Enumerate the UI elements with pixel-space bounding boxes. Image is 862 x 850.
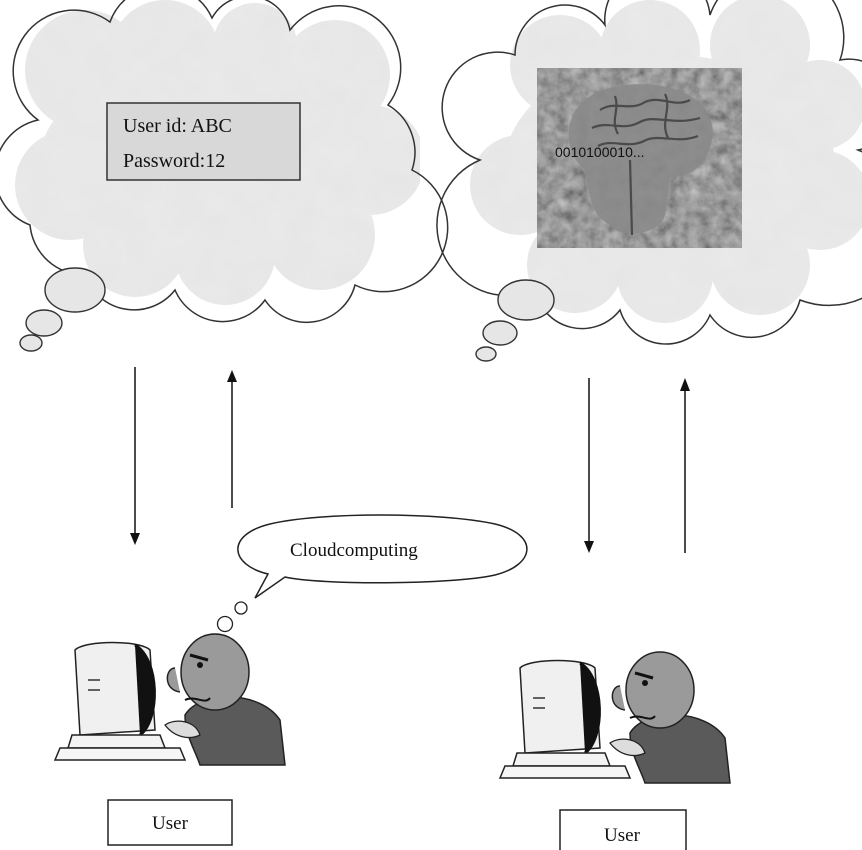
binary-text: 0010100010... xyxy=(555,144,645,160)
password-text: Password:12 xyxy=(123,150,225,172)
user-at-computer-icon xyxy=(498,651,731,784)
right-cloud xyxy=(436,0,862,362)
user-label-text: User xyxy=(152,813,189,834)
arrow-up-icon xyxy=(227,370,237,508)
brain-image-icon: 0010100010... xyxy=(537,68,742,248)
arrow-down-icon xyxy=(584,378,594,553)
arrow-down-icon xyxy=(130,367,140,545)
credentials-panel: User id: ABC Password:12 xyxy=(106,102,301,181)
user-at-computer-icon xyxy=(53,633,286,766)
speech-bubble-icon: Cloudcomputing xyxy=(216,514,528,633)
speech-bubble-text: Cloudcomputing xyxy=(290,540,418,561)
user-label-right: User xyxy=(559,809,687,850)
user-label-text: User xyxy=(604,825,641,846)
user-label-left: User xyxy=(107,799,233,846)
arrow-up-icon xyxy=(680,378,690,553)
user-id-text: User id: ABC xyxy=(123,115,232,137)
